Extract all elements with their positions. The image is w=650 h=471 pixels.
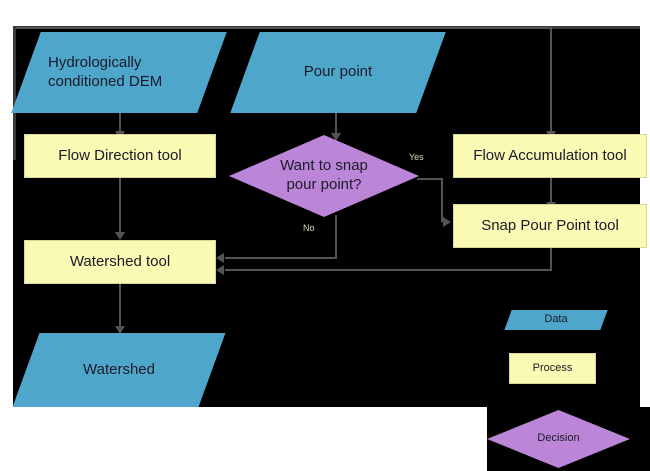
- node-label-hydrologically-conditioned-dem: Hydrologically conditioned DEM: [48, 53, 163, 90]
- node-label-snap-pour-point-tool: Snap Pour Point tool: [481, 216, 619, 234]
- connector-snap-out-h: [225, 269, 552, 271]
- legend-item-process: Process: [509, 353, 596, 384]
- node-label-watershed-tool: Watershed tool: [69, 252, 171, 270]
- legend-item-decision: Decision: [487, 410, 630, 468]
- panel-border-left: [13, 26, 16, 160]
- legend-item-data: Data: [504, 310, 608, 330]
- connector-dem-to-flowdir: [119, 113, 121, 133]
- legend-label-decision: Decision: [537, 432, 580, 445]
- connector-flowacc-to-snap: [550, 178, 552, 204]
- node-watershed-tool[interactable]: Watershed tool: [24, 240, 216, 284]
- connector-top-rail: [16, 27, 552, 29]
- legend-label-process: Process: [532, 361, 573, 374]
- node-pour-point[interactable]: Pour point: [230, 32, 446, 113]
- arrowhead-no-to-watershed: [216, 253, 224, 263]
- edge-label-yes: Yes: [409, 152, 424, 162]
- connector-flowdir-to-watershed: [119, 178, 121, 234]
- node-label-watershed-output: Watershed: [83, 360, 155, 378]
- connector-yes-v: [441, 178, 443, 222]
- connector-no-v: [335, 215, 337, 259]
- legend-label-data: Data: [544, 313, 568, 326]
- arrowhead-flowdir-to-watershed: [115, 232, 125, 240]
- arrowhead-snap-to-watershed: [216, 265, 224, 275]
- node-label-flow-accumulation-tool: Flow Accumulation tool: [473, 146, 627, 164]
- connector-pourpoint-to-decision: [335, 113, 337, 135]
- connector-snap-out-v: [550, 247, 552, 271]
- connector-to-flow-accumulation: [550, 27, 552, 133]
- node-hydrologically-conditioned-dem[interactable]: Hydrologically conditioned DEM: [11, 32, 227, 113]
- edge-label-no: No: [303, 223, 315, 233]
- node-watershed-output[interactable]: Watershed: [12, 333, 226, 407]
- node-snap-pour-point-tool[interactable]: Snap Pour Point tool: [453, 204, 647, 248]
- arrowhead-pourpoint-to-decision: [331, 133, 341, 141]
- node-decision-want-to-snap-pour-point[interactable]: Want to snap pour point?: [229, 135, 419, 217]
- arrowhead-watershed-to-output: [115, 326, 125, 334]
- node-label-decision-want-to-snap-pour-point: Want to snap pour point?: [280, 157, 368, 193]
- node-label-pour-point: Pour point: [303, 63, 373, 81]
- connector-yes-h1: [417, 178, 443, 180]
- node-flow-direction-tool[interactable]: Flow Direction tool: [24, 134, 216, 178]
- node-flow-accumulation-tool[interactable]: Flow Accumulation tool: [453, 134, 647, 178]
- node-label-flow-direction-tool: Flow Direction tool: [58, 146, 182, 164]
- connector-watershed-to-output: [119, 284, 121, 328]
- connector-no-h: [225, 257, 337, 259]
- arrowhead-yes-to-snap: [443, 217, 451, 227]
